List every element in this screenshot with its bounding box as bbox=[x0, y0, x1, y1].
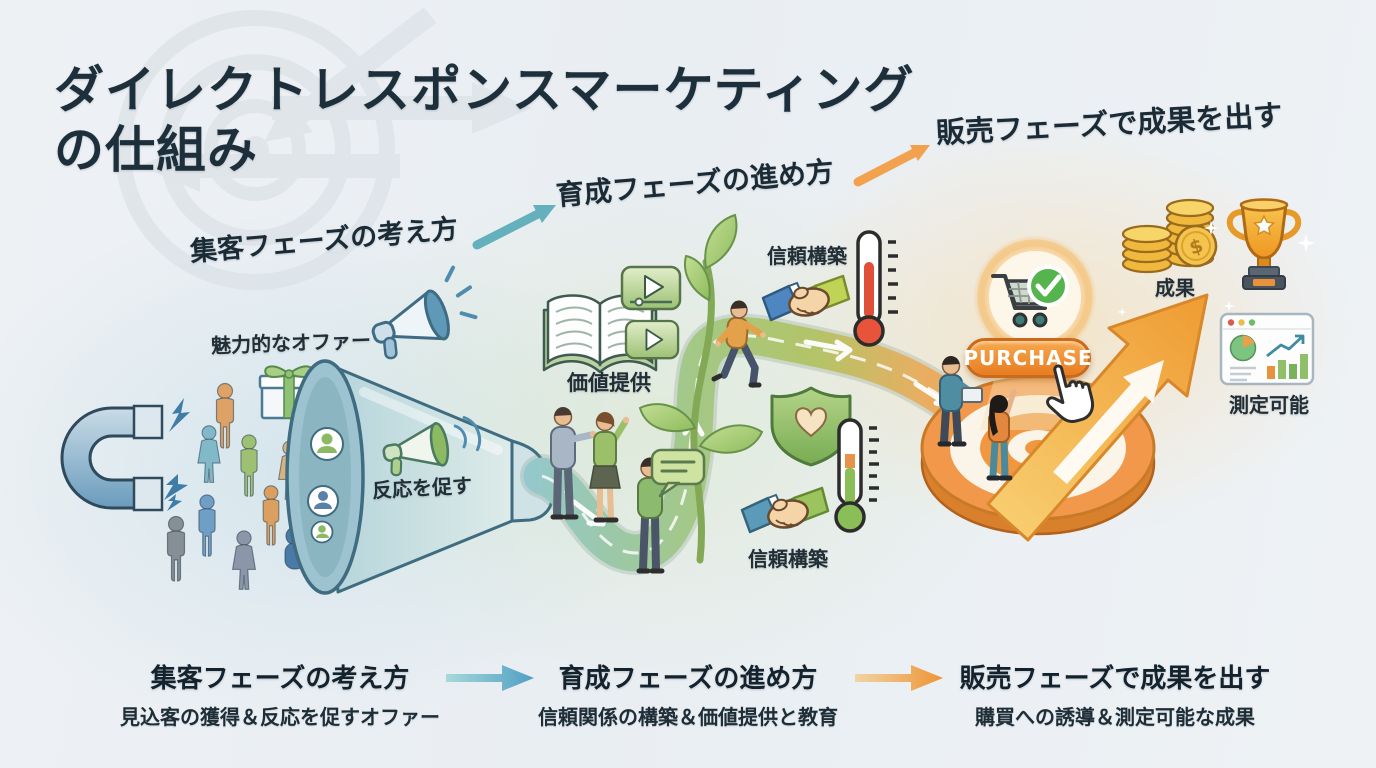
avatar-icon bbox=[310, 520, 334, 544]
label-measurable: 測定可能 bbox=[1229, 393, 1309, 417]
summary-col-nurture: 育成フェーズの進め方 信頼関係の構築＆価値提供と教育 bbox=[502, 658, 874, 730]
person-icon bbox=[166, 515, 186, 582]
person-icon bbox=[198, 494, 216, 557]
thermometer-icon bbox=[853, 230, 898, 347]
person-icon bbox=[197, 425, 221, 483]
lightning-icon bbox=[164, 398, 190, 511]
shield-heart-icon bbox=[770, 386, 852, 467]
person-waving bbox=[589, 411, 630, 523]
hand-cursor-icon bbox=[1046, 364, 1094, 424]
growth-arrow-icon bbox=[986, 293, 1209, 542]
magnet-icon bbox=[60, 404, 164, 512]
person-icon bbox=[215, 382, 235, 449]
purchase-button[interactable]: PURCHASE bbox=[963, 338, 1092, 378]
summary-description: 信頼関係の構築＆価値提供と教育 bbox=[538, 705, 838, 729]
label-trust-building-bottom: 信頼構築 bbox=[748, 547, 828, 571]
label-attractive-offer: 魅力的なオファー bbox=[210, 328, 372, 358]
person-icon bbox=[262, 485, 280, 546]
person-with-tablet bbox=[937, 355, 983, 447]
phase-arrow-nurture-sell-icon bbox=[853, 145, 930, 187]
megaphone-icon bbox=[371, 265, 478, 360]
summary-arrow-orange-icon bbox=[855, 665, 943, 691]
summary-col-attract: 集客フェーズの考え方 見込客の獲得＆反応を促すオファー bbox=[94, 658, 466, 730]
page-title: ダイレクトレスポンスマーケティング の仕組み bbox=[54, 60, 915, 180]
speech-bubble-icon bbox=[650, 448, 706, 498]
person-commenting bbox=[636, 457, 683, 574]
person-icon bbox=[240, 434, 258, 497]
summary-heading: 育成フェーズの進め方 bbox=[558, 664, 818, 694]
funnel-icon bbox=[285, 359, 554, 595]
summary-col-sell: 販売フェーズで成果を出す 購買への誘導＆測定可能な成果 bbox=[929, 658, 1301, 730]
megaphone-icon bbox=[382, 416, 482, 477]
thermometer-icon bbox=[834, 418, 879, 533]
person-icon bbox=[231, 530, 257, 590]
label-value-provision: 価値提供 bbox=[567, 371, 651, 395]
page-title-line1: ダイレクトレスポンスマーケティング bbox=[54, 60, 915, 119]
label-prompt-response: 反応を促す bbox=[371, 473, 473, 503]
summary-arrow-teal-icon bbox=[446, 665, 534, 691]
video-play-icon bbox=[624, 319, 680, 360]
winding-path-icon bbox=[520, 313, 1020, 575]
person-walking bbox=[711, 300, 766, 388]
summary-description: 購買への誘導＆測定可能な成果 bbox=[975, 705, 1255, 729]
sprout-icon bbox=[638, 213, 764, 564]
summary-description: 見込客の獲得＆反応を促すオファー bbox=[120, 705, 440, 729]
label-results: 成果 bbox=[1155, 276, 1195, 300]
watermark-target-icon bbox=[115, 7, 532, 290]
summary-heading: 集客フェーズの考え方 bbox=[150, 664, 410, 694]
person-celebrating bbox=[986, 389, 1017, 481]
person-listening bbox=[550, 406, 597, 520]
dollar-symbol: $ bbox=[1187, 234, 1206, 259]
avatar-icon bbox=[310, 427, 344, 461]
video-play-icon bbox=[620, 265, 682, 311]
label-trust-building-top: 信頼構築 bbox=[767, 244, 847, 268]
summary-heading: 販売フェーズで成果を出す bbox=[959, 664, 1271, 694]
check-circle-icon bbox=[1027, 265, 1069, 307]
coins-icon: $ bbox=[1121, 198, 1218, 274]
trophy-icon bbox=[1226, 198, 1302, 290]
avatar-icon bbox=[307, 485, 339, 517]
analytics-icon bbox=[1219, 312, 1315, 386]
page-title-line2: の仕組み bbox=[54, 120, 258, 179]
handshake-icon bbox=[740, 486, 830, 534]
handshake-icon bbox=[761, 274, 851, 322]
phase-arrow-attract-nurture-icon bbox=[472, 205, 556, 250]
